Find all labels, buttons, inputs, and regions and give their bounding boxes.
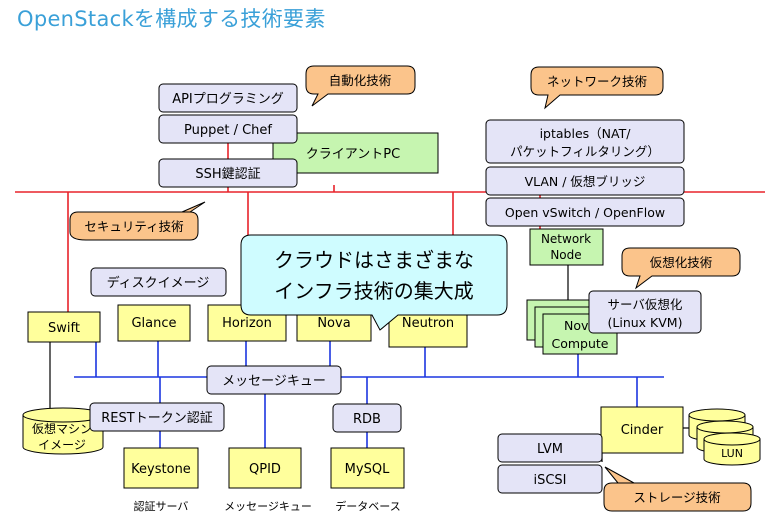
server-virt-line1: サーバ仮想化 [608, 297, 683, 312]
client-pc-label: クライアントPC [306, 147, 400, 162]
api-programming-label: APIプログラミング [172, 92, 284, 107]
bubble-security: セキュリティ技術 [69, 201, 206, 241]
caption-auth-server: 認証サーバ [134, 499, 189, 513]
nova-label: Nova [317, 316, 350, 331]
qpid-box: QPID [228, 447, 302, 489]
keystone-label: Keystone [131, 462, 191, 477]
puppet-chef-label: Puppet / Chef [184, 123, 272, 138]
ovs-label: Open vSwitch / OpenFlow [505, 205, 665, 220]
ssh-auth-label: SSH鍵認証 [195, 166, 260, 182]
ssh-auth-box: SSH鍵認証 [158, 158, 298, 188]
caption-message-queue: メッセージキュー [224, 500, 312, 513]
network-node-line2: Node [550, 248, 581, 262]
headline-line2: インフラ技術の集大成 [274, 279, 473, 303]
client-pc-box: クライアントPC [272, 132, 439, 174]
network-tech-label: ネットワーク技術 [547, 74, 647, 89]
iptables-line2: パケットフィルタリング） [510, 144, 660, 159]
automation-label: 自動化技術 [329, 73, 392, 88]
iptables-box: iptables（NAT/ パケットフィルタリング） [485, 119, 685, 164]
vlan-box: VLAN / 仮想ブリッジ [485, 166, 685, 196]
puppet-chef-box: Puppet / Chef [158, 114, 298, 144]
security-label: セキュリティ技術 [84, 219, 183, 234]
vm-image-line2: イメージ [38, 438, 86, 452]
virtualization-label: 仮想化技術 [650, 255, 713, 270]
glance-box: Glance [117, 304, 191, 342]
storage-tech-label: ストレージ技術 [633, 490, 720, 505]
blue-bus [74, 341, 664, 448]
lvm-box: LVM [497, 433, 603, 463]
server-virt-box: サーバ仮想化 (Linux KVM) [588, 290, 702, 334]
iptables-line1: iptables（NAT/ [540, 126, 632, 141]
disk-image-box: ディスクイメージ [90, 267, 227, 297]
network-node-box: Network Node [529, 228, 604, 266]
swift-box: Swift [27, 311, 101, 343]
rdb-box: RDB [332, 403, 402, 433]
bubble-automation: 自動化技術 [305, 65, 416, 107]
server-virt-line2: (Linux KVM) [608, 315, 683, 330]
network-node-line1: Network [541, 232, 591, 246]
vm-image-line1: 仮想マシン [32, 421, 92, 436]
disk-image-label: ディスクイメージ [107, 275, 210, 291]
lun-label: LUN [721, 447, 743, 460]
neutron-label: Neutron [402, 316, 454, 331]
lun-cylinders: LUN [688, 408, 761, 466]
iscsi-box: iSCSI [497, 464, 603, 494]
swift-label: Swift [48, 321, 80, 336]
horizon-label: Horizon [222, 316, 272, 331]
cinder-box: Cinder [600, 406, 684, 454]
bubble-virtualization: 仮想化技術 [621, 247, 741, 290]
vlan-label: VLAN / 仮想ブリッジ [525, 174, 646, 189]
iscsi-label: iSCSI [533, 473, 566, 488]
ovs-box: Open vSwitch / OpenFlow [485, 197, 685, 227]
glance-label: Glance [131, 316, 176, 331]
nova-compute-line1: Nova [564, 318, 596, 333]
headline-bubble: クラウドはさまざまな インフラ技術の集大成 [240, 234, 508, 331]
message-queue-label: メッセージキュー [222, 374, 326, 389]
page-title: OpenStackを構成する技術要素 [17, 7, 326, 31]
headline-line1: クラウドはさまざまな [274, 248, 474, 272]
mysql-box: MySQL [330, 447, 405, 489]
keystone-box: Keystone [123, 447, 199, 489]
bubble-network-tech: ネットワーク技術 [530, 66, 664, 110]
mysql-label: MySQL [345, 462, 390, 477]
cinder-label: Cinder [621, 423, 664, 438]
rest-token-box: RESTトークン認証 [89, 402, 225, 432]
api-programming-box: APIプログラミング [158, 83, 298, 113]
lvm-label: LVM [537, 442, 563, 457]
message-queue-box: メッセージキュー [206, 365, 342, 395]
rest-token-label: RESTトークン認証 [101, 410, 212, 426]
qpid-label: QPID [249, 462, 281, 477]
vm-image-cylinder: 仮想マシン イメージ [22, 407, 104, 455]
bubble-storage-tech: ストレージ技術 [603, 466, 752, 512]
nova-compute-line2: Compute [551, 336, 608, 351]
caption-database: データベース [335, 499, 400, 513]
rdb-label: RDB [353, 412, 381, 427]
